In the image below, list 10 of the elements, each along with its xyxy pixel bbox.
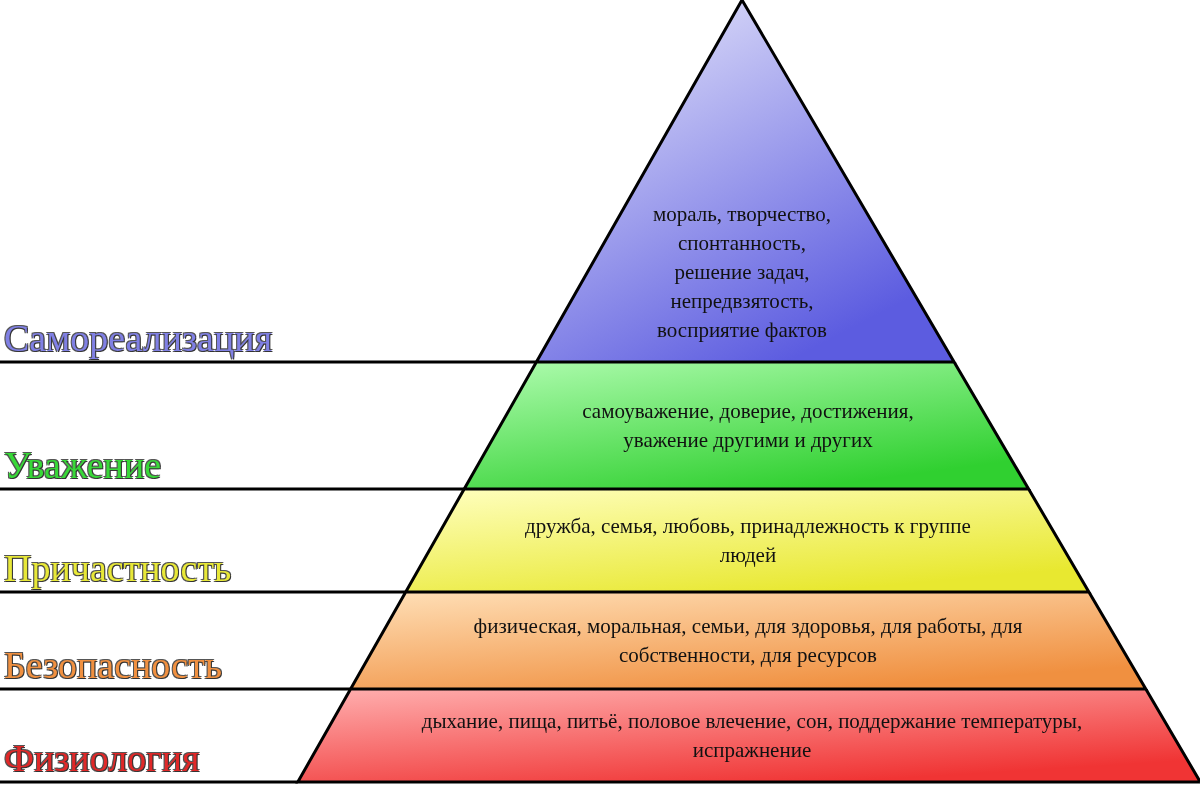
level-description: дружба, семья, любовь, принадлежность к группе людей [524,512,972,569]
level-description: дыхание, пища, питьё, половое влечение, сон, поддержание температуры, испражнение [420,707,1084,764]
level-title: Безопасность [4,645,223,685]
level-title: Причастность [4,548,232,588]
level-description: мораль, творчество, спонтанность, решение задач, непредвзятость, восприятие фактов [651,201,833,344]
level-description: самоуважение, доверие, достижения, уважение другими и других [581,397,915,454]
level-title: Уважение [4,445,162,485]
level-title: Физиология [4,738,200,778]
level-title: Самореализация [4,318,273,358]
level-description: физическая, моральная, семьи, для здоровья, для работы, для собственности, для ресурсов [472,612,1024,669]
